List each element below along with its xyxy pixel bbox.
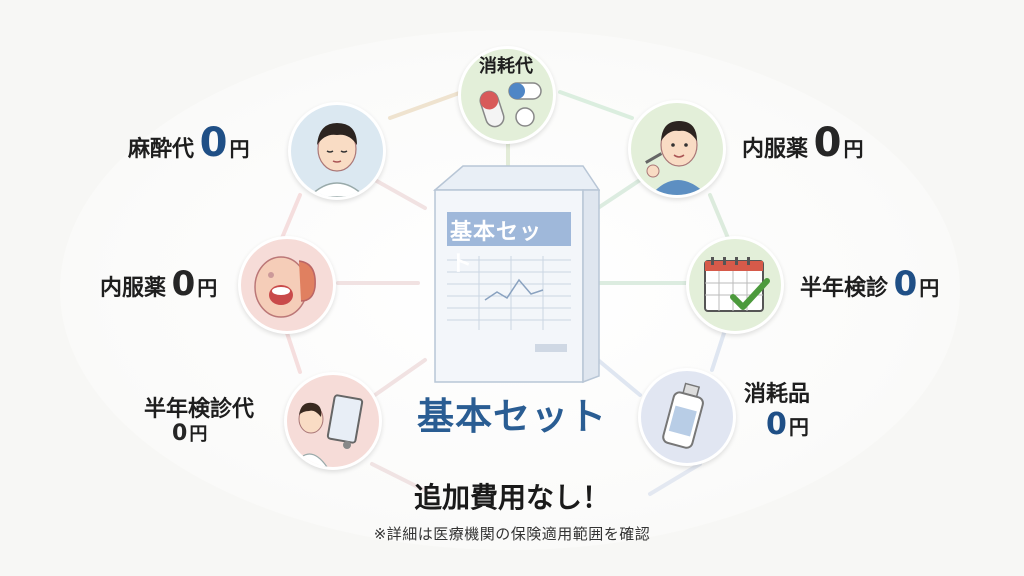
item-unit: 円 (197, 276, 218, 300)
node-upper-right (628, 100, 726, 198)
package-box (432, 165, 600, 384)
item-label: 半年検診代 (144, 397, 255, 422)
item-unit: 円 (843, 137, 864, 161)
calendar-check-icon (704, 257, 770, 312)
doctor-pen-icon (645, 121, 707, 195)
connector-bottom-right (648, 462, 702, 496)
connector-bottom-left (370, 462, 434, 496)
connector-left-upper (280, 193, 302, 240)
connector-top-right (558, 90, 634, 120)
item-unit: 円 (788, 415, 809, 439)
mouth-exam-icon (254, 256, 316, 318)
item-label: 内服薬 (742, 137, 809, 162)
node-upper-left (288, 102, 386, 200)
item-unit: 円 (229, 137, 250, 161)
item-label: 内服薬 (100, 276, 167, 301)
connector-top-left (388, 90, 464, 120)
item-value: 0 (893, 264, 918, 304)
footnote: ※詳細は医療機関の保険適用範囲を確認 (373, 525, 651, 543)
center-title: 基本セット (417, 395, 607, 438)
label-top: 消耗代 (479, 52, 533, 78)
item-value: 0 (813, 120, 842, 166)
patient-face-icon (307, 123, 367, 197)
item-unit: 円 (919, 276, 940, 300)
node-lower-right (638, 368, 736, 466)
bottle-icon (662, 382, 704, 449)
node-lower-left (284, 372, 382, 470)
item-label: 麻酔代 (128, 137, 195, 162)
spoke-upper-left (373, 178, 427, 210)
tablet-care-icon (292, 394, 364, 467)
spoke-upper-right (596, 178, 642, 210)
node-top (458, 46, 556, 144)
item-label: 消耗品 (744, 382, 811, 407)
spoke-lower-right (596, 358, 642, 397)
item-value: 0 (172, 421, 188, 446)
item-value: 0 (766, 407, 787, 442)
item-value: 0 (171, 264, 196, 304)
item-value: 0 (199, 120, 228, 166)
connector-right-upper (708, 193, 730, 240)
node-mid-left (238, 236, 336, 334)
node-mid-right (686, 236, 784, 334)
item-unit: 円 (189, 424, 208, 445)
connector-right-lower (710, 325, 728, 372)
pills-icon (479, 82, 542, 128)
connector-left-lower (283, 325, 302, 374)
spoke-lower-left (373, 358, 427, 397)
item-label: 半年検診 (800, 276, 889, 301)
package-label: 基本セット (450, 220, 543, 277)
headline: 追加費用なし！ (413, 481, 610, 514)
item-label: 消耗代 (479, 56, 533, 77)
